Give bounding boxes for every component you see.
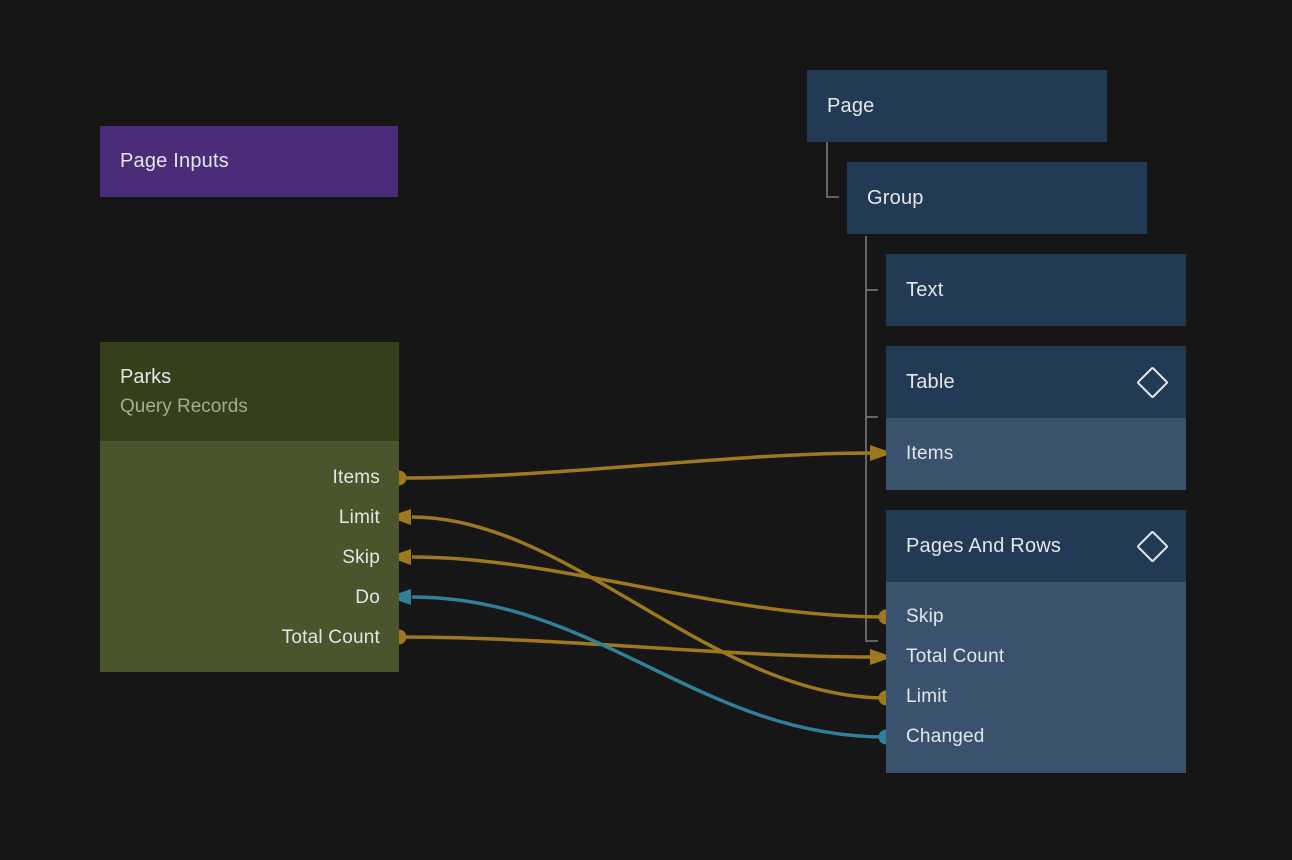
port-label: Changed xyxy=(906,726,985,747)
port-pagesandrows-totalcount[interactable]: Total Count xyxy=(886,637,1186,677)
port-label: Limit xyxy=(338,507,380,528)
port-label: Do xyxy=(355,587,380,608)
tree-node-label: Page xyxy=(827,94,875,117)
tree-node-label: Group xyxy=(867,186,924,209)
port-table-items[interactable]: Items xyxy=(886,418,1186,490)
pages-and-rows-port-list: Skip Total Count Limit Changed xyxy=(886,582,1186,773)
tree-node-table[interactable]: Table Items xyxy=(886,346,1186,490)
port-parks-items[interactable]: Items xyxy=(100,458,399,498)
parks-port-list: Items Limit Skip Do Total Count xyxy=(100,441,399,672)
wire-pagesandrows-limit-to-parks-limit xyxy=(411,515,887,700)
tree-node-page[interactable]: Page xyxy=(807,70,1107,142)
tree-node-pages-and-rows[interactable]: Pages And Rows Skip Total Count Limit Ch… xyxy=(886,510,1186,773)
tree-node-text[interactable]: Text xyxy=(886,254,1186,326)
parks-subtitle: Query Records xyxy=(120,396,248,417)
diamond-icon xyxy=(1136,529,1169,563)
node-page-inputs[interactable]: Page Inputs xyxy=(100,126,398,197)
parks-title: Parks xyxy=(120,366,172,388)
page-inputs-title: Page Inputs xyxy=(120,150,229,172)
tree-node-label: Pages And Rows xyxy=(906,534,1062,557)
wire-pagesandrows-changed-to-parks-do xyxy=(411,595,887,739)
port-parks-do[interactable]: Do xyxy=(100,578,399,618)
node-parks[interactable]: Parks Query Records Items Limit Skip Do … xyxy=(100,342,399,672)
port-label: Limit xyxy=(906,686,948,707)
wire-pagesandrows-skip-to-parks-skip xyxy=(411,555,887,619)
port-label: Items xyxy=(332,467,380,488)
tree-node-label: Table xyxy=(906,370,955,393)
port-parks-limit[interactable]: Limit xyxy=(100,498,399,538)
port-pagesandrows-skip[interactable]: Skip xyxy=(886,597,1186,637)
port-label: Total Count xyxy=(906,646,1005,667)
port-label: Items xyxy=(906,443,954,464)
port-label: Skip xyxy=(342,547,380,568)
pages-and-rows-header[interactable]: Pages And Rows xyxy=(886,510,1186,582)
port-pagesandrows-limit[interactable]: Limit xyxy=(886,677,1186,717)
table-header[interactable]: Table xyxy=(886,346,1186,418)
tree-node-label: Text xyxy=(906,278,944,301)
port-parks-totalcount[interactable]: Total Count xyxy=(100,618,399,658)
port-parks-skip[interactable]: Skip xyxy=(100,538,399,578)
wire-parks-items-to-table-items xyxy=(398,451,873,480)
port-label: Skip xyxy=(906,606,944,627)
tree-node-group[interactable]: Group xyxy=(847,162,1147,234)
tree-connector-group-children xyxy=(865,236,878,642)
port-pagesandrows-changed[interactable]: Changed xyxy=(886,717,1186,757)
tree-connector-page-group xyxy=(826,142,839,198)
parks-header[interactable]: Parks Query Records xyxy=(100,342,399,441)
port-label: Total Count xyxy=(281,627,380,648)
diamond-icon xyxy=(1136,365,1169,399)
wire-parks-totalcount-to-pagesandrows-totalcount xyxy=(398,635,873,659)
